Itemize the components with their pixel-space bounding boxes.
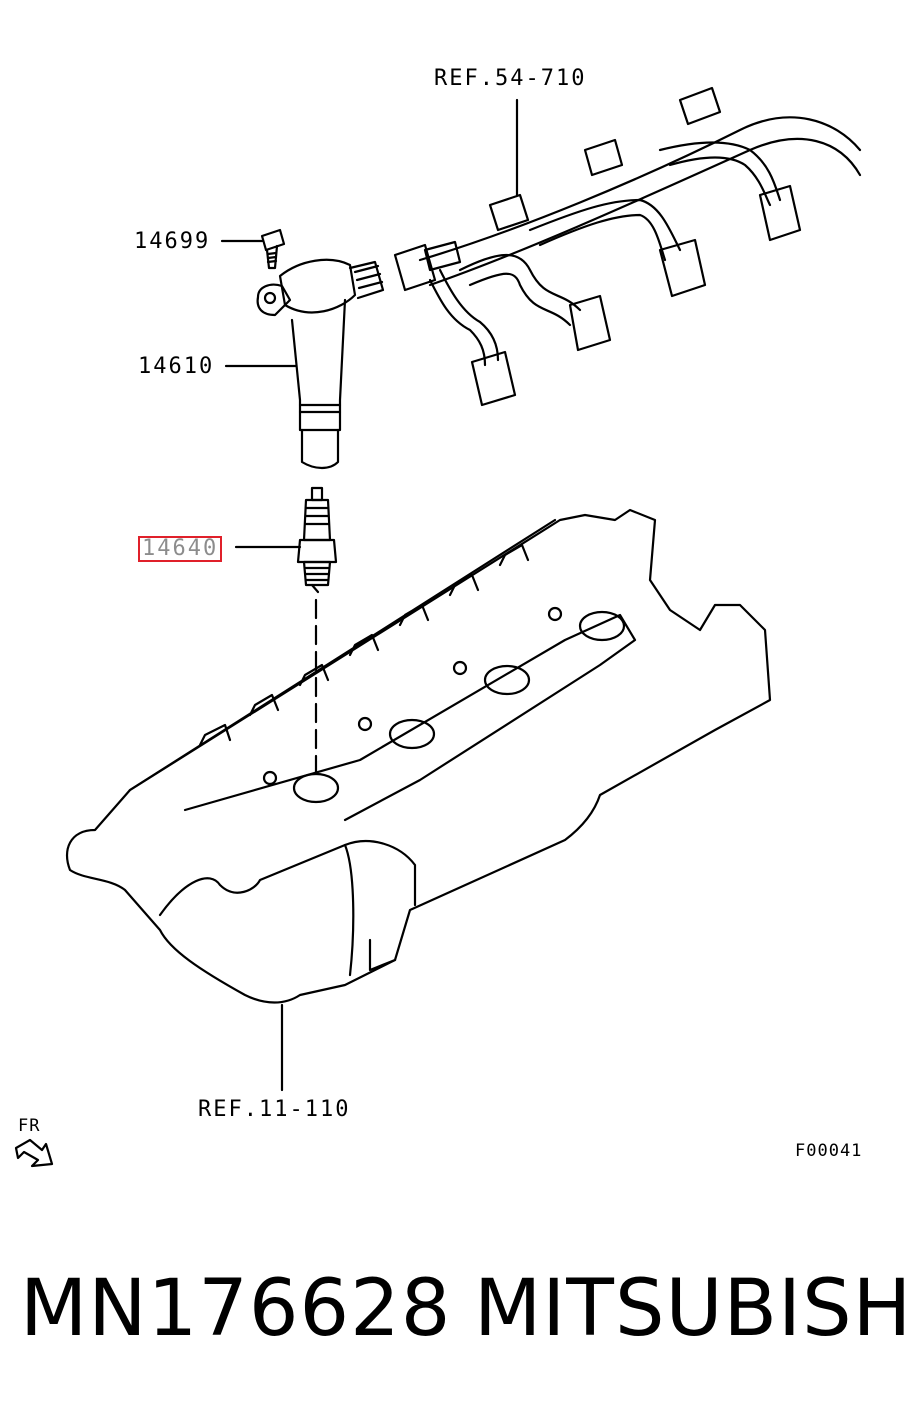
bolt-part — [220, 228, 286, 270]
brand-name: MITSUBISHI — [474, 1264, 909, 1354]
front-arrow-icon — [14, 1138, 54, 1168]
front-label: FR — [18, 1116, 41, 1136]
figure-code: F00041 — [795, 1141, 863, 1161]
spark-plug-part — [234, 486, 338, 782]
parts-diagram: REF.54-710 14699 14610 14640 REF.11-110 … — [14, 66, 863, 1168]
callout-ref-cover: REF.11-110 — [198, 1097, 351, 1122]
wiring-harness — [393, 86, 862, 407]
callout-ref-harness: REF.54-710 — [434, 66, 587, 91]
footer-caption: MN176628 MITSUBISHI — [0, 1270, 909, 1380]
part-number: MN176628 — [20, 1264, 452, 1354]
callout-coil: 14610 — [138, 354, 215, 379]
cylinder-head-cover — [65, 508, 772, 1092]
callout-bolt: 14699 — [134, 229, 211, 254]
ignition-coil-part — [224, 258, 385, 470]
callout-spark-plug-highlighted: 14640 — [138, 536, 223, 562]
